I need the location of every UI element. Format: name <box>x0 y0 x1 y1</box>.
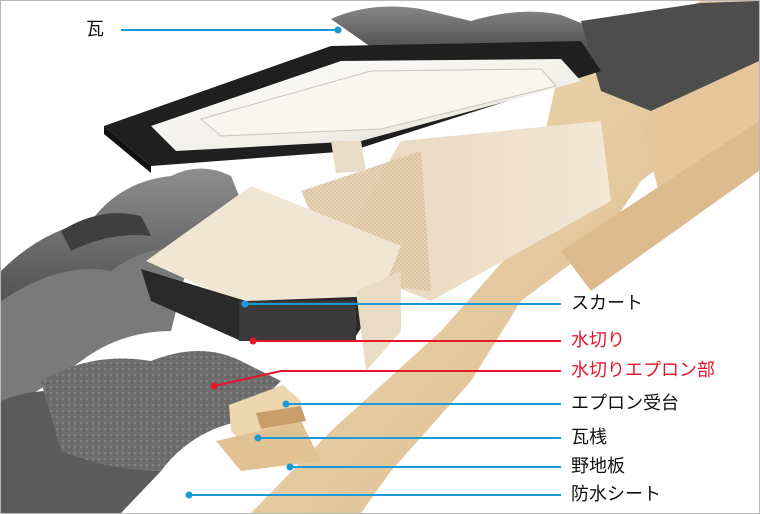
leader-dot-apron-support <box>283 401 290 408</box>
label-nojiita: 野地板 <box>571 457 625 477</box>
label-kawara: 瓦 <box>86 20 104 40</box>
leader-dot-nojiita <box>287 464 294 471</box>
leader-dot-mizukiri-apron <box>211 383 218 390</box>
label-mizukiri-apron: 水切りエプロン部 <box>571 361 715 381</box>
label-skirt: スカート <box>571 294 643 314</box>
skirt-panel <box>239 301 356 341</box>
label-bousui-sheet: 防水シート <box>571 485 661 505</box>
label-mizukiri: 水切り <box>571 331 625 351</box>
sash-hinge <box>331 141 366 173</box>
leader-dot-kawarazan <box>255 435 262 442</box>
leader-dot-kawara <box>335 27 342 34</box>
label-kawarazan: 瓦桟 <box>571 428 607 448</box>
label-apron-support: エプロン受台 <box>571 394 679 414</box>
leader-dot-skirt <box>242 301 249 308</box>
leader-dot-mizukiri <box>250 338 257 345</box>
leader-dot-bousui-sheet <box>186 492 193 499</box>
